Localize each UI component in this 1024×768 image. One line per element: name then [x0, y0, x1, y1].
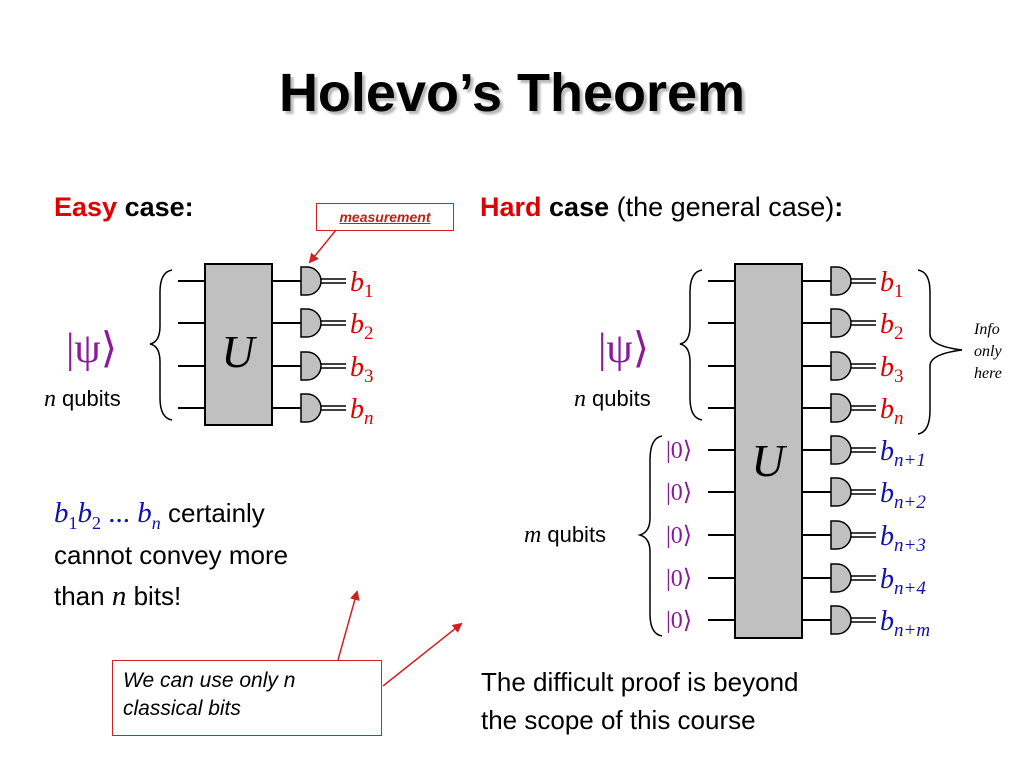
hard-output-label: bn+2 — [880, 478, 926, 513]
hard-conclusion-text: The difficult proof is beyond the scope … — [481, 664, 921, 739]
hard-measurement-row — [802, 266, 876, 296]
measurement-meter-icon — [830, 266, 852, 296]
measurement-meter-icon — [300, 308, 322, 338]
hard-input-brace — [679, 269, 703, 421]
info-note-line: only — [974, 343, 1002, 360]
hard-measurement-row — [802, 605, 876, 635]
conclusion-line-1: The difficult proof is beyond — [481, 667, 799, 697]
hard-output-label: bn+3 — [880, 521, 926, 556]
claim-line-1: b1b2 ... bn certainly — [54, 497, 265, 533]
hard-output-label: bn+m — [880, 606, 930, 641]
classical-bits-callout: We can use only n classical bits — [112, 660, 382, 736]
easy-case-word: case: — [124, 192, 194, 222]
hard-output-label: b2 — [880, 309, 904, 344]
measurement-label-box: measurement — [316, 203, 454, 231]
hard-measurement-row — [802, 520, 876, 550]
hard-ancilla-brace — [637, 435, 663, 637]
easy-case-heading: Easy case: — [54, 192, 194, 223]
easy-measurement-row — [272, 393, 346, 423]
easy-output-label: bn — [350, 394, 374, 429]
easy-output-label: b2 — [350, 309, 374, 344]
ancilla-zero-state: |0⟩ — [666, 480, 692, 506]
info-note-line: here — [974, 365, 1002, 382]
page-title: Holevo’s Theorem — [278, 63, 746, 123]
hard-unitary-gate — [734, 263, 803, 639]
hard-gate-label: U — [751, 435, 787, 486]
easy-output-label: b1 — [350, 267, 374, 302]
ancilla-zero-state: |0⟩ — [666, 438, 692, 464]
measurement-meter-icon — [830, 605, 852, 635]
easy-input-brace — [149, 269, 173, 421]
hard-case-heading: Hard case (the general case): — [480, 192, 843, 223]
easy-unitary-gate — [204, 263, 273, 426]
easy-word: Easy — [54, 192, 118, 222]
hard-measurement-row — [802, 351, 876, 381]
measurement-meter-icon — [300, 266, 322, 296]
hard-output-label: b1 — [880, 267, 904, 302]
easy-output-label: b3 — [350, 352, 374, 387]
easy-gate-label: U — [221, 326, 257, 377]
hard-case-word: case — [549, 192, 610, 222]
measurement-arrow — [308, 229, 337, 264]
hard-output-label: b3 — [880, 352, 904, 387]
measurement-meter-icon — [300, 351, 322, 381]
measurement-meter-icon — [830, 563, 852, 593]
callout-arrow — [382, 622, 463, 687]
hard-output-label: bn+1 — [880, 436, 926, 471]
hard-psi-state: |ψ⟩ — [598, 326, 649, 372]
hard-measurement-row — [802, 477, 876, 507]
ancilla-zero-state: |0⟩ — [666, 566, 692, 592]
info-brace — [917, 269, 963, 435]
measurement-meter-icon — [830, 520, 852, 550]
measurement-meter-icon — [830, 308, 852, 338]
hard-word: Hard — [480, 192, 542, 222]
claim-line-3: than n bits! — [54, 579, 182, 612]
ancilla-zero-state: |0⟩ — [666, 523, 692, 549]
easy-psi-state: |ψ⟩ — [66, 326, 117, 372]
easy-measurement-row — [272, 266, 346, 296]
measurement-meter-icon — [830, 393, 852, 423]
hard-measurement-row — [802, 435, 876, 465]
measurement-meter-icon — [300, 393, 322, 423]
hard-measurement-row — [802, 563, 876, 593]
conclusion-line-2: the scope of this course — [481, 704, 756, 735]
measurement-meter-icon — [830, 477, 852, 507]
ancilla-zero-state: |0⟩ — [666, 608, 692, 634]
hard-measurement-row — [802, 308, 876, 338]
measurement-meter-icon — [830, 351, 852, 381]
claim-line-2: cannot convey more — [54, 540, 289, 571]
easy-measurement-row — [272, 308, 346, 338]
hard-case-colon: : — [834, 192, 844, 222]
hard-case-general: (the general case) — [616, 192, 835, 222]
info-note-line: Info — [973, 321, 1000, 338]
easy-circuit: U b1 b2 b3 bn — [44, 229, 374, 429]
hard-measurement-row — [802, 393, 876, 423]
measurement-meter-icon — [830, 435, 852, 465]
hard-output-label: bn+4 — [880, 564, 926, 599]
hard-output-label: bn — [880, 394, 904, 429]
callout-arrow — [337, 590, 360, 661]
easy-claim-text: b1b2 ... bn certainly cannot convey more… — [54, 492, 384, 618]
easy-measurement-row — [272, 351, 346, 381]
